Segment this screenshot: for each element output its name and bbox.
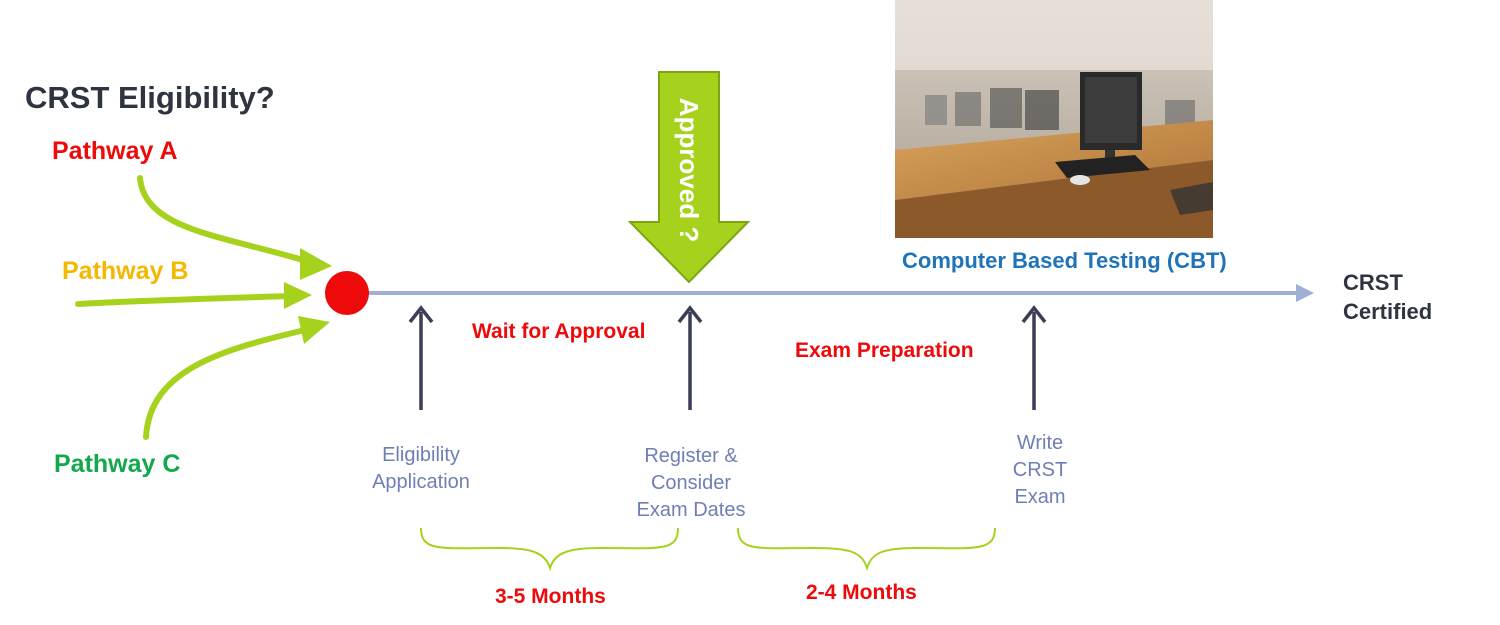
approved-label: Approved ? [674,97,704,243]
duration-brace-second [737,527,996,572]
duration-brace-first [420,527,679,572]
pathway-c-arrowhead [298,316,330,344]
pathway-a-arrow [137,175,313,265]
pathway-a-label: Pathway A [52,137,178,165]
pathway-b-arrow [75,293,293,307]
step-arrow-register [677,305,703,410]
crst-certified-label: CRST Certified [1343,270,1433,324]
wait-for-approval-label: Wait for Approval [472,320,646,343]
pathway-c-arrow [143,327,308,440]
pathway-b-arrowhead [284,282,312,309]
cbt-label: Computer Based Testing (CBT) [902,248,1227,273]
page-title: CRST Eligibility? [25,80,275,115]
pathway-b-label: Pathway B [62,257,189,285]
exam-preparation-label: Exam Preparation [795,339,974,362]
pathway-a-arrowhead [300,248,332,280]
timeline-arrowhead [1296,284,1314,302]
step-write-label: Write CRST Exam [1012,432,1068,508]
step-arrow-eligibility [408,305,434,410]
step-register-label: Register & Consider Exam Dates [636,445,746,521]
duration-first-label: 3-5 Months [495,585,606,608]
step-arrow-write [1021,305,1047,410]
approved-arrow [627,71,751,284]
duration-second-label: 2-4 Months [806,581,917,604]
start-dot [325,271,369,315]
computer-lab-photo [895,0,1213,238]
step-eligibility-label: Eligibility Application [372,444,470,493]
pathway-c-label: Pathway C [54,450,181,478]
